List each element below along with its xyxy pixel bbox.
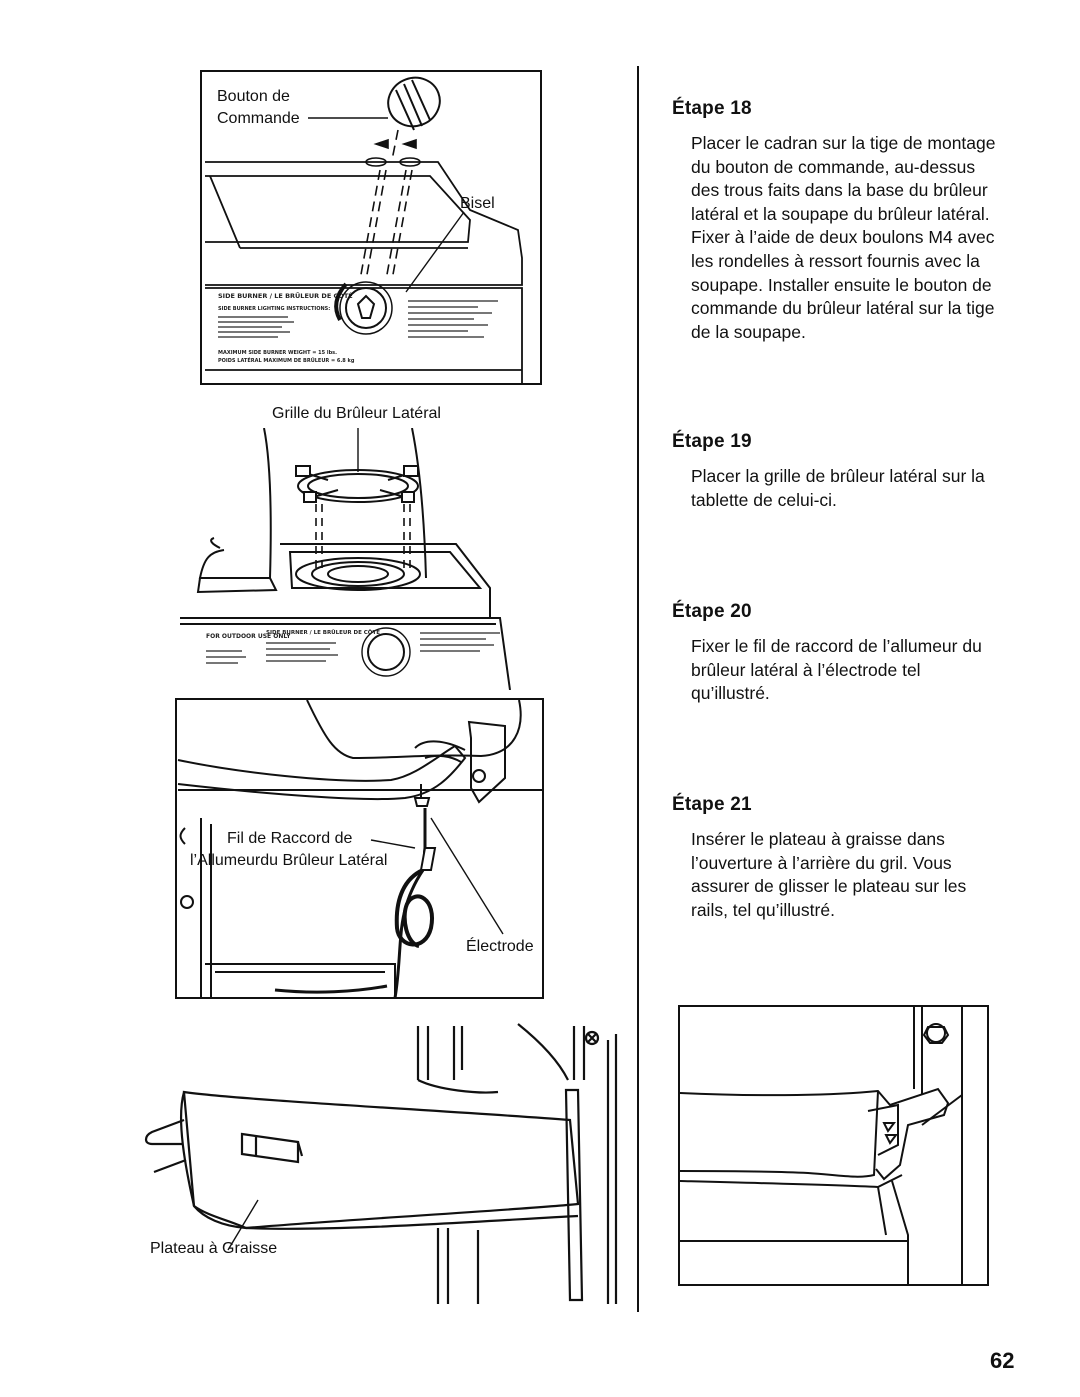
svg-text:POIDS LATÉRAL MAXIMUM DE BRÛLE: POIDS LATÉRAL MAXIMUM DE BRÛLEUR = 6.8 k…: [218, 356, 355, 364]
step-body: Placer la grille de brûleur latéral sur …: [691, 466, 985, 510]
step-title: Étape 18: [672, 98, 752, 119]
svg-text:SIDE BURNER / LE BRÛLEUR DE CÔ: SIDE BURNER / LE BRÛLEUR DE CÔTÉ: [218, 291, 353, 300]
control-knob-icon: [387, 76, 441, 131]
step-body: Fixer le fil de raccord de l’allumeur du…: [691, 636, 982, 704]
valve-dial: [334, 281, 393, 335]
step-20: Étape 20 Fixer le fil de raccord de l’al…: [672, 601, 1002, 706]
step-title: Étape 20: [672, 601, 752, 622]
step-19: Étape 19 Placer la grille de brûleur lat…: [672, 431, 1002, 512]
svg-text:SIDE BURNER / LE BRÛLEUR DE CÔ: SIDE BURNER / LE BRÛLEUR DE CÔTÉ: [266, 628, 380, 636]
step-title: Étape 19: [672, 431, 752, 452]
label-ignitor-wire-2: l’Allumeurdu Brûleur Latéral: [190, 852, 388, 869]
svg-text:FOR OUTDOOR USE ONLY: FOR OUTDOOR USE ONLY: [206, 633, 291, 640]
figure-tray-rails: [678, 1005, 989, 1286]
column-divider: [637, 66, 639, 1312]
screws-icon: [365, 138, 421, 167]
page-number: 62: [990, 1348, 1015, 1373]
step-title: Étape 21: [672, 794, 752, 815]
figure-knob-bezel: SIDE BURNER / LE BRÛLEUR DE CÔTÉ SIDE BU…: [200, 70, 542, 385]
step-body: Placer le cadran sur la tige de montage …: [691, 133, 996, 342]
label-ignitor-wire: Fil de Raccord de: [227, 830, 353, 847]
label-electrode: Électrode: [466, 938, 534, 955]
svg-text:SIDE BURNER LIGHTING INSTRUCTI: SIDE BURNER LIGHTING INSTRUCTIONS:: [218, 306, 330, 312]
figure-burner-grate: FOR OUTDOOR USE ONLY SIDE BURNER / LE BR…: [180, 428, 511, 690]
step-18: Étape 18 Placer le cadran sur la tige de…: [672, 98, 1002, 344]
label-burner-grate: Grille du Brûleur Latéral: [272, 405, 441, 422]
svg-text:MAXIMUM SIDE BURNER WEIGHT = 1: MAXIMUM SIDE BURNER WEIGHT = 15 lbs.: [218, 350, 337, 356]
label-bezel: Bisel: [460, 195, 495, 212]
step-21: Étape 21 Insérer le plateau à graisse da…: [672, 794, 1002, 922]
figure-ignitor-wire: [175, 698, 544, 999]
burner-panel: SIDE BURNER / LE BRÛLEUR DE CÔTÉ SIDE BU…: [218, 291, 498, 364]
label-control-knob: Bouton de: [217, 88, 290, 105]
label-control-knob-2: Commande: [217, 110, 300, 127]
figure-grease-tray: [144, 1023, 618, 1304]
label-grease-tray: Plateau à Graisse: [150, 1240, 278, 1257]
step-body: Insérer le plateau à graisse dans l’ouve…: [691, 829, 967, 920]
